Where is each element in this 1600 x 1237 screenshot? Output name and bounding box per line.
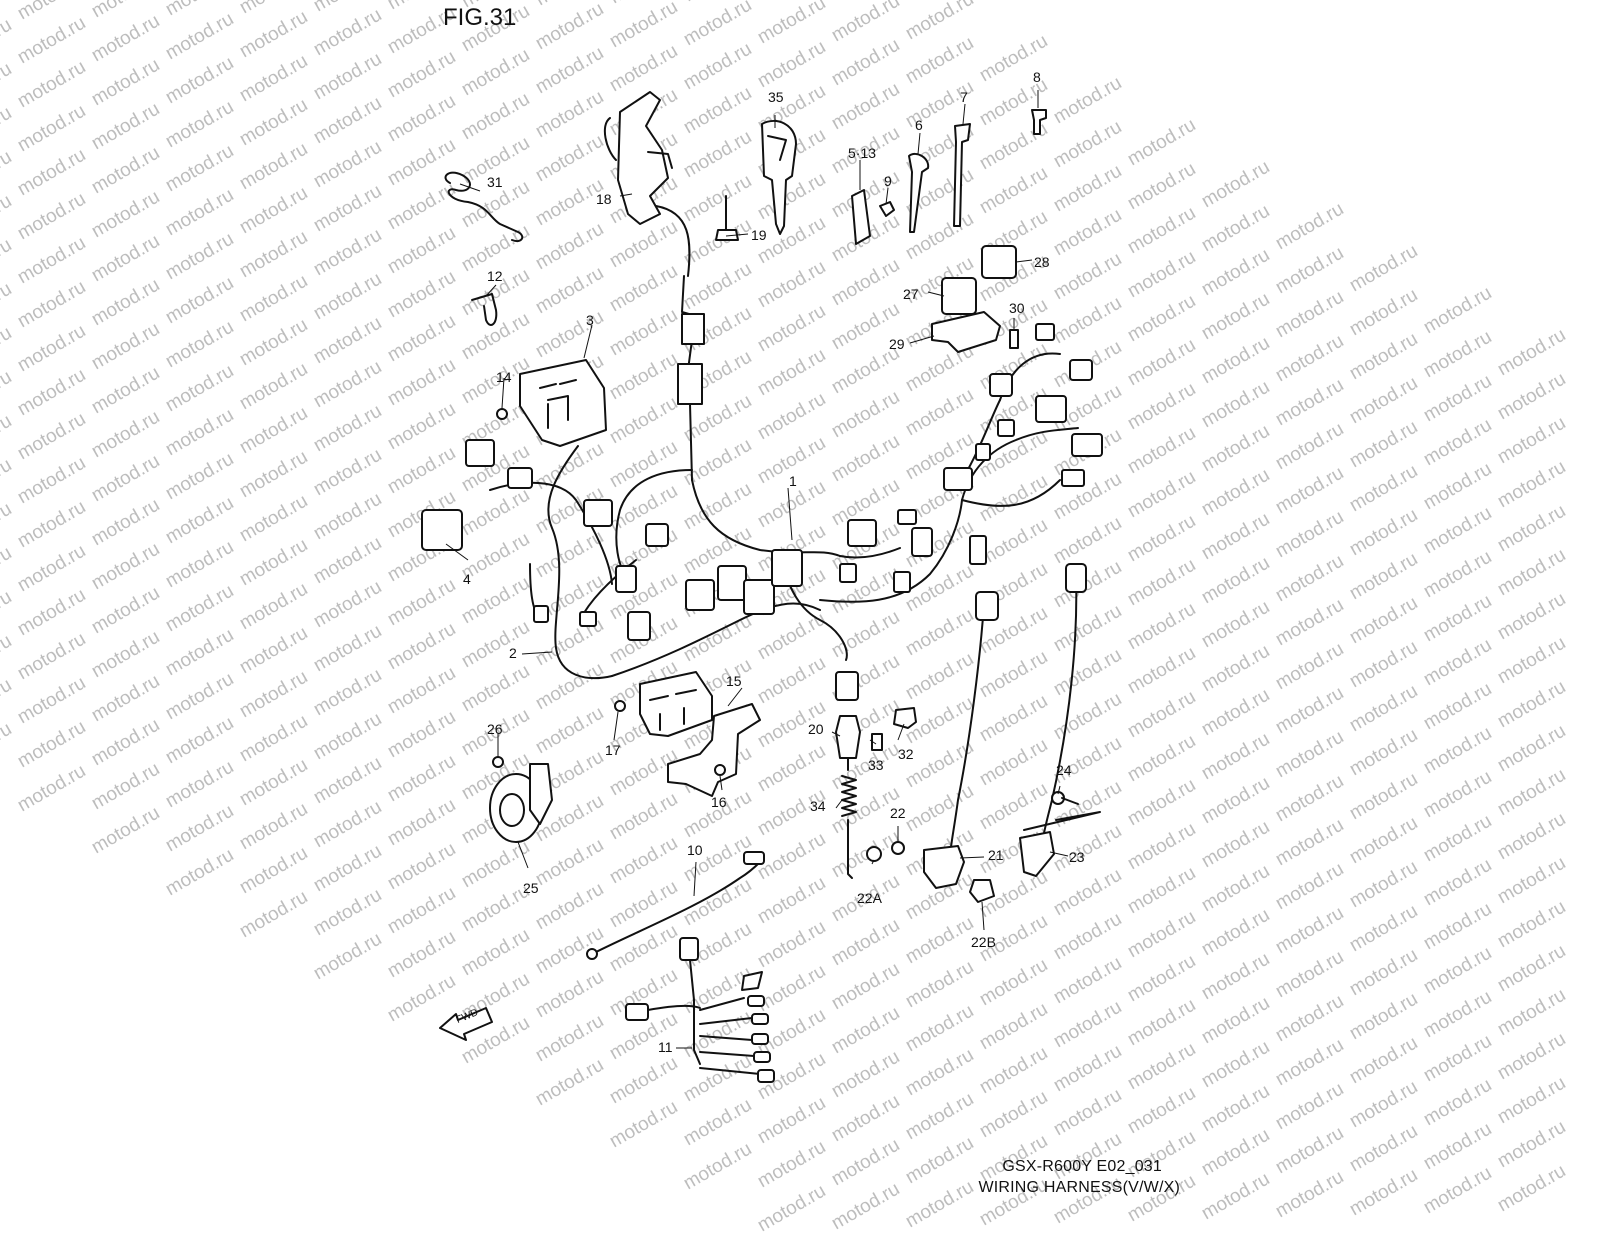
callout-26: 26 bbox=[487, 721, 503, 737]
callout-3: 3 bbox=[586, 312, 594, 328]
screw-14-drawing bbox=[496, 408, 508, 420]
callout-22b: 22B bbox=[971, 934, 996, 950]
callout-31: 31 bbox=[487, 174, 503, 190]
callout-6: 6 bbox=[915, 117, 923, 133]
fwd-arrow-drawing bbox=[439, 1007, 493, 1041]
leader-lines bbox=[445, 90, 1069, 1049]
callout-34: 34 bbox=[810, 798, 826, 814]
sensor-23-drawing bbox=[1019, 563, 1101, 877]
callout-33: 33 bbox=[868, 757, 884, 773]
callout-9: 9 bbox=[884, 173, 892, 189]
callout-28: 28 bbox=[1034, 254, 1050, 270]
horn-25-drawing bbox=[489, 756, 553, 843]
harness-connectors-drawing bbox=[421, 323, 1103, 701]
callout-21: 21 bbox=[988, 847, 1004, 863]
sensor-21-drawing bbox=[866, 591, 999, 903]
callout-2: 2 bbox=[509, 645, 517, 661]
callout-10: 10 bbox=[687, 842, 703, 858]
relay-bracket-27-30-drawing bbox=[931, 245, 1019, 353]
fuse-box-15-drawing bbox=[614, 671, 761, 797]
sub-harness-11-drawing bbox=[625, 937, 775, 1083]
callout-22a: 22A bbox=[857, 890, 882, 906]
callout-17: 17 bbox=[605, 742, 621, 758]
callout-11: 11 bbox=[658, 1039, 673, 1055]
callout-19: 19 bbox=[751, 227, 767, 243]
parts-drawing bbox=[421, 90, 1103, 1083]
callout-29: 29 bbox=[889, 336, 905, 352]
callout-5-13: 5·13 bbox=[848, 145, 877, 161]
clamp-12-drawing bbox=[471, 293, 498, 326]
callout-32: 32 bbox=[898, 746, 914, 762]
callout-22: 22 bbox=[890, 805, 906, 821]
callout-14: 14 bbox=[496, 369, 512, 385]
callout-16: 16 bbox=[711, 794, 727, 810]
spring-clip-31-drawing bbox=[444, 171, 524, 242]
fuse-box-3-drawing bbox=[519, 359, 607, 447]
callout-18: 18 bbox=[596, 191, 612, 207]
diagram-name: WIRING HARNESS(V/W/X) bbox=[978, 1179, 1180, 1196]
callout-7: 7 bbox=[960, 89, 968, 105]
callout-15: 15 bbox=[726, 673, 742, 689]
callout-27: 27 bbox=[903, 286, 919, 302]
callout-24: 24 bbox=[1056, 762, 1072, 778]
figure-title: FIG.31 bbox=[443, 4, 517, 31]
callout-23: 23 bbox=[1069, 849, 1085, 865]
callout-8: 8 bbox=[1033, 69, 1041, 85]
key-35-drawing bbox=[761, 119, 797, 235]
callout-4: 4 bbox=[463, 571, 471, 587]
small-parts-top-drawing bbox=[851, 109, 1047, 245]
callout-25: 25 bbox=[523, 880, 539, 896]
screw-19-drawing bbox=[715, 195, 739, 241]
callout-35: 35 bbox=[768, 89, 784, 105]
callout-12: 12 bbox=[487, 268, 503, 284]
callout-20: 20 bbox=[808, 721, 824, 737]
switch-20-drawing bbox=[835, 707, 917, 879]
diagram-code: GSX-R600Y E02_031 bbox=[1002, 1158, 1162, 1175]
ignition-switch-18-drawing bbox=[603, 91, 705, 481]
callout-1: 1 bbox=[789, 473, 797, 489]
cable-10-drawing bbox=[586, 851, 765, 960]
callout-30: 30 bbox=[1009, 300, 1025, 316]
